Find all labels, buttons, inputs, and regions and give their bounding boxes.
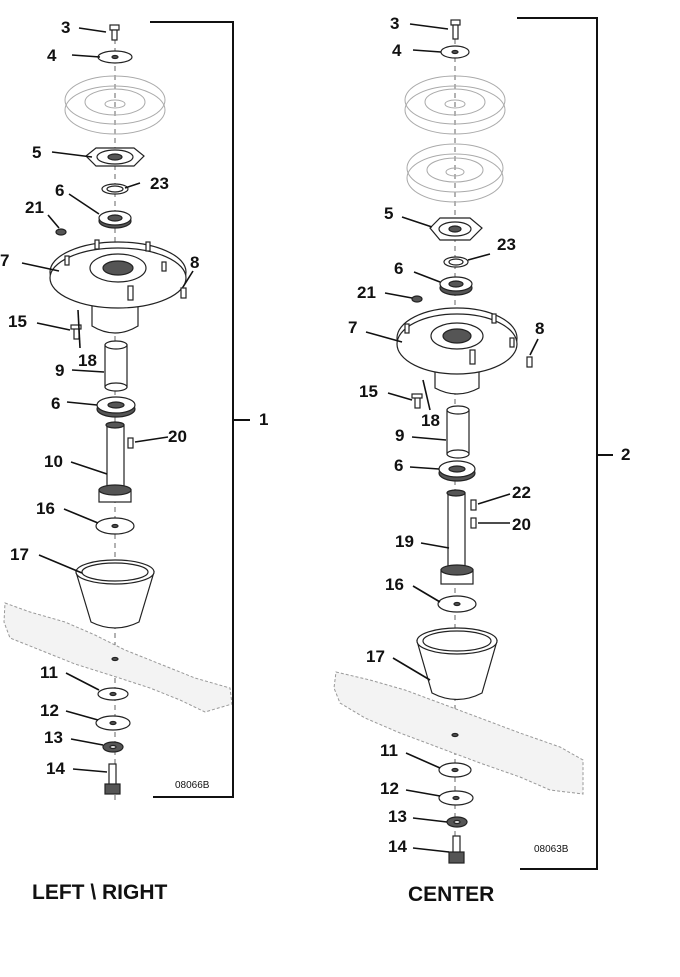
center-callout-23: 23: [497, 235, 516, 254]
left-callout-9: 9: [55, 361, 64, 380]
left-callout-18: 18: [78, 351, 97, 370]
center-part-disc-16: [437, 595, 477, 613]
left-callout-5: 5: [32, 143, 41, 162]
center-callout-18: 18: [421, 411, 440, 430]
center-part-bearing-6a: [439, 276, 473, 296]
center-part-lockwasher-13: [446, 816, 468, 828]
center-assembly: 3 4 5 23 6 21 7 8 15 18 9 6 22 20 19 16 …: [333, 14, 630, 906]
left-drawing-code: 08066B: [175, 780, 210, 791]
left-part-key-20: [127, 437, 134, 449]
left-part-bolt-14: [104, 763, 121, 795]
left-callout-4: 4: [47, 46, 57, 65]
left-part-shaft-10: [98, 421, 132, 503]
center-part-bolt-14: [448, 835, 465, 864]
left-part-hub-5: [85, 147, 145, 167]
left-caption: LEFT \ RIGHT: [32, 881, 167, 904]
left-part-housing-7: [49, 239, 187, 334]
center-callout-5: 5: [384, 204, 393, 223]
center-part-key-22: [470, 499, 477, 511]
left-part-nut-21: [55, 228, 67, 236]
center-callout-11: 11: [380, 741, 398, 760]
center-part-key-20: [470, 517, 477, 529]
center-part-screw-15: [411, 393, 423, 409]
center-callout-8: 8: [535, 319, 544, 338]
left-callout-21: 21: [25, 198, 44, 217]
center-callout-6b: 6: [394, 456, 403, 475]
left-leader-lines: [21, 27, 194, 773]
center-drawing-code: 08063B: [534, 844, 569, 855]
left-part-pin-8: [180, 287, 187, 299]
center-callout-numbers: 3 4 5 23 6 21 7 8 15 18 9 6 22 20 19 16 …: [348, 14, 544, 856]
center-part-shaft-19: [440, 489, 474, 585]
left-part-spacer-9: [104, 340, 128, 392]
center-callout-14: 14: [388, 837, 407, 856]
center-callout-20: 20: [512, 515, 531, 534]
left-callout-7: 7: [0, 251, 9, 270]
center-callout-6a: 6: [394, 259, 403, 278]
left-callout-12: 12: [40, 701, 59, 720]
left-callout-20: 20: [168, 427, 187, 446]
center-bracket-label: 2: [621, 445, 630, 464]
center-callout-15: 15: [359, 382, 378, 401]
left-callout-6b: 6: [51, 394, 60, 413]
left-part-lockwasher-13: [102, 741, 124, 753]
left-callout-10: 10: [44, 452, 63, 471]
center-part-housing-7: [396, 307, 518, 395]
left-callout-16: 16: [36, 499, 55, 518]
left-part-bearing-6b: [96, 396, 136, 418]
center-callout-12: 12: [380, 779, 399, 798]
left-bracket: [150, 21, 234, 798]
left-part-bolt-3: [109, 24, 120, 41]
center-leader-lines: [365, 23, 539, 853]
left-callout-11: 11: [40, 663, 58, 682]
center-part-bearing-6b: [438, 460, 476, 482]
left-callout-numbers: 3 4 5 23 6 21 7 8 15 18 9 6 20 10 16 17 …: [0, 18, 199, 778]
left-ghost-pulley: [64, 75, 166, 135]
center-part-cup-17: [416, 627, 498, 701]
center-callout-22: 22: [512, 483, 531, 502]
center-callout-9: 9: [395, 426, 404, 445]
left-part-bearing-6a: [98, 210, 132, 229]
center-part-spacer-9: [446, 405, 470, 459]
left-callout-14: 14: [46, 759, 65, 778]
left-part-washer-4: [97, 50, 133, 64]
left-callout-15: 15: [8, 312, 27, 331]
center-callout-16: 16: [385, 575, 404, 594]
left-callout-3: 3: [61, 18, 70, 37]
center-part-seal-23: [443, 256, 469, 268]
center-part-washer-12: [438, 790, 474, 806]
center-callout-19: 19: [395, 532, 414, 551]
left-callout-6a: 6: [55, 181, 64, 200]
center-callout-21: 21: [357, 283, 376, 302]
center-callout-13: 13: [388, 807, 407, 826]
center-part-washer-4: [440, 45, 470, 59]
left-part-disc-16: [95, 517, 135, 535]
left-callout-13: 13: [44, 728, 63, 747]
left-right-assembly: 3 4 5 23 6 21 7 8 15 18 9 6 20 10 16 17 …: [0, 18, 268, 904]
left-callout-23: 23: [150, 174, 169, 193]
left-part-cup-17: [75, 559, 155, 629]
center-part-bolt-3: [450, 19, 461, 40]
center-part-blade: [333, 671, 584, 795]
left-part-washer-11: [97, 687, 129, 701]
left-part-washer-12: [95, 715, 131, 731]
center-part-pin-8: [526, 356, 533, 368]
left-callout-17: 17: [10, 545, 29, 564]
center-caption: CENTER: [408, 883, 494, 906]
left-part-blade: [3, 602, 233, 713]
center-bracket: [517, 17, 598, 870]
center-ghost-pulleys: [404, 75, 506, 203]
center-part-hub-5: [429, 217, 483, 241]
center-callout-17: 17: [366, 647, 385, 666]
left-part-seal-23: [101, 183, 129, 195]
center-callout-3: 3: [390, 14, 399, 33]
center-callout-4: 4: [392, 41, 402, 60]
center-part-washer-11: [438, 762, 472, 778]
center-callout-7: 7: [348, 318, 357, 337]
left-callout-8: 8: [190, 253, 199, 272]
center-part-nut-21: [411, 295, 423, 303]
left-bracket-label: 1: [259, 410, 268, 429]
